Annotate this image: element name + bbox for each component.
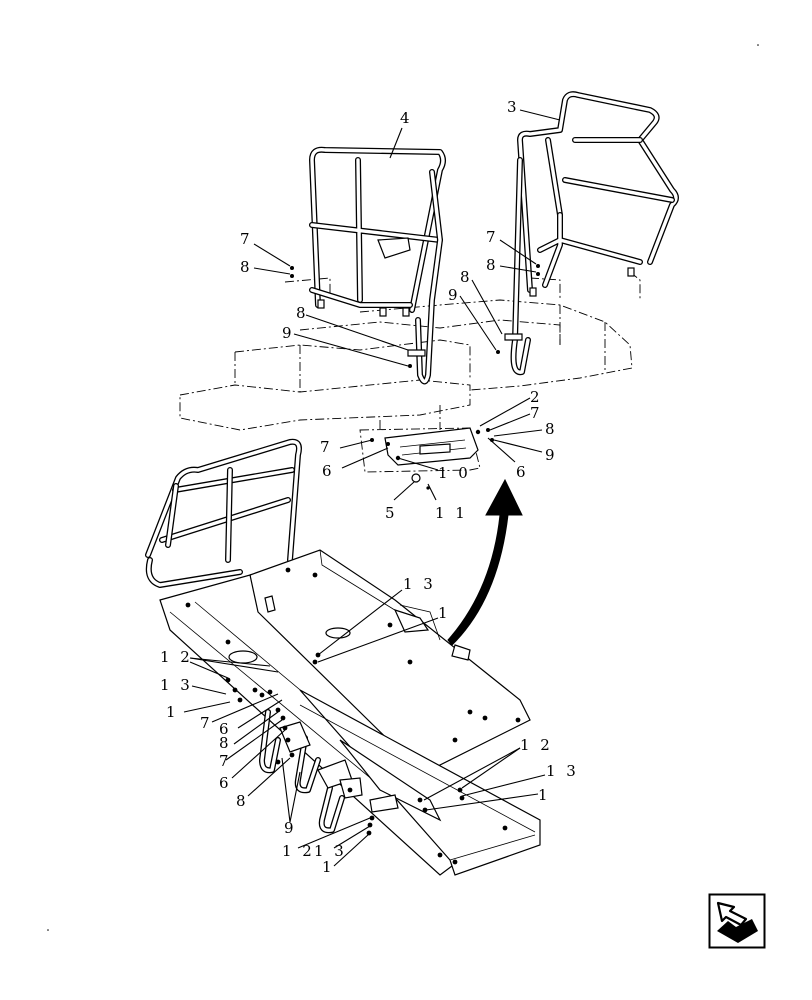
- callout-6: 6: [516, 463, 529, 481]
- callout-7: 7: [219, 752, 232, 770]
- callout-12: 1 2: [282, 842, 315, 860]
- leader-lines: [183, 109, 561, 867]
- guard-rail-4: [309, 146, 446, 385]
- callout-9: 9: [282, 324, 295, 342]
- guard-rail-3: [510, 91, 679, 376]
- speck: [47, 929, 49, 931]
- callout-11: 1 1: [435, 504, 468, 522]
- callout-1: 1: [166, 703, 179, 721]
- callout-13: 1 3: [403, 575, 436, 593]
- callout-13: 1 3: [160, 676, 193, 694]
- callout-6: 6: [219, 774, 232, 792]
- callout-8: 8: [219, 734, 232, 752]
- callout-7: 7: [240, 230, 253, 248]
- callout-1: 1: [438, 604, 451, 622]
- callout-5: 5: [385, 504, 398, 522]
- lower-main-assembly: [145, 438, 541, 876]
- callout-4: 4: [400, 109, 413, 127]
- callout-7: 7: [486, 228, 499, 246]
- callout-13: 1 3: [314, 842, 347, 860]
- speck: [757, 44, 759, 46]
- callout-7: 7: [530, 404, 543, 422]
- callout-6: 6: [322, 462, 335, 480]
- callout-2: 2: [530, 388, 543, 406]
- callout-1: 1: [322, 858, 335, 876]
- callout-13: 1 3: [546, 762, 579, 780]
- callout-9: 9: [284, 819, 297, 837]
- callout-labels: 4 3 7 8 7 8 8 9 8 9 2 7 7 8 9 6 6 1 0 5 …: [160, 98, 579, 876]
- callout-8: 8: [236, 792, 249, 810]
- callout-9: 9: [545, 446, 558, 464]
- callout-7: 7: [200, 714, 213, 732]
- callout-8: 8: [296, 304, 309, 322]
- callout-12: 1 2: [520, 736, 553, 754]
- callout-8: 8: [240, 258, 253, 276]
- callout-10: 1 0: [438, 464, 471, 482]
- callout-6: 6: [219, 720, 232, 738]
- assembly-direction-arrow: [447, 478, 523, 646]
- return-arrow-icon: [708, 893, 766, 949]
- upper-exploded-assembly: [179, 91, 679, 490]
- callout-3: 3: [507, 98, 520, 116]
- return-button[interactable]: [708, 893, 766, 949]
- callout-9: 9: [448, 286, 461, 304]
- callout-8: 8: [545, 420, 558, 438]
- callout-7: 7: [320, 438, 333, 456]
- callout-12: 1 2: [160, 648, 193, 666]
- callout-1: 1: [538, 786, 551, 804]
- callout-8: 8: [460, 268, 473, 286]
- callout-8: 8: [486, 256, 499, 274]
